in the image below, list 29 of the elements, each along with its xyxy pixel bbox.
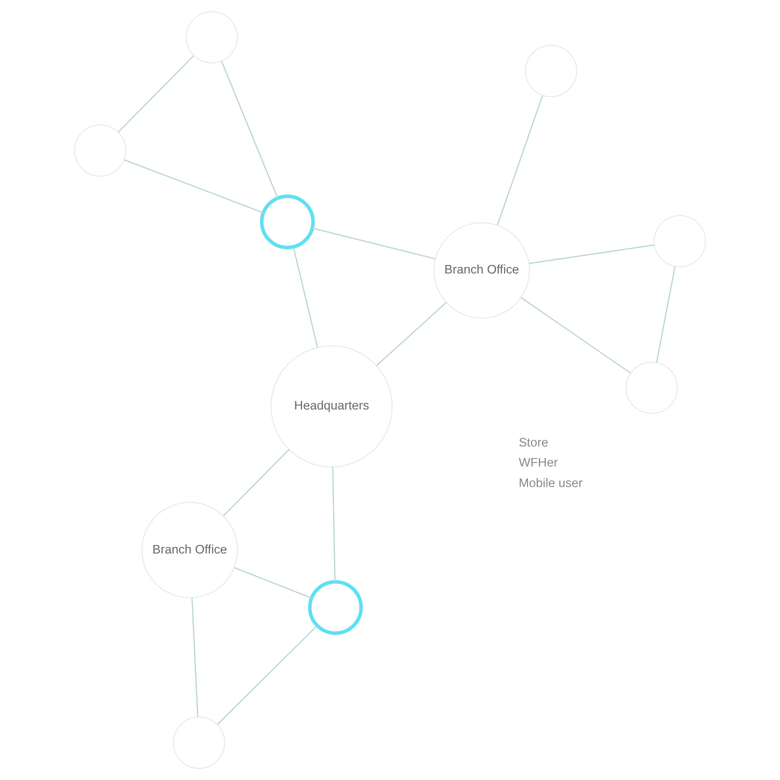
connector [332, 466, 336, 582]
node-circle: Branch Office [142, 502, 238, 598]
connector [223, 449, 290, 516]
node-circle [308, 580, 363, 635]
node-circle [74, 124, 126, 177]
node-circle: Headquarters [270, 345, 393, 468]
node-circle [260, 194, 315, 250]
connector [529, 244, 654, 264]
connector [124, 159, 264, 214]
legend-label: Mobile user [518, 476, 583, 490]
connector [520, 297, 631, 374]
connector [220, 60, 278, 198]
node-circle [186, 11, 238, 64]
connector [234, 567, 312, 599]
connector [292, 247, 318, 348]
connector [217, 625, 318, 725]
connector [312, 228, 436, 260]
node-circle [172, 716, 226, 769]
node-circle [654, 215, 706, 268]
connector [496, 95, 544, 226]
connector [118, 55, 194, 133]
connector [376, 302, 447, 366]
connector [191, 598, 198, 717]
node-circle [524, 44, 578, 98]
node-circle [626, 362, 678, 414]
legend-label: Store [518, 435, 548, 450]
node-circle: Branch Office [434, 222, 530, 319]
legend-label: WFHer [518, 456, 558, 470]
connector [656, 266, 676, 363]
